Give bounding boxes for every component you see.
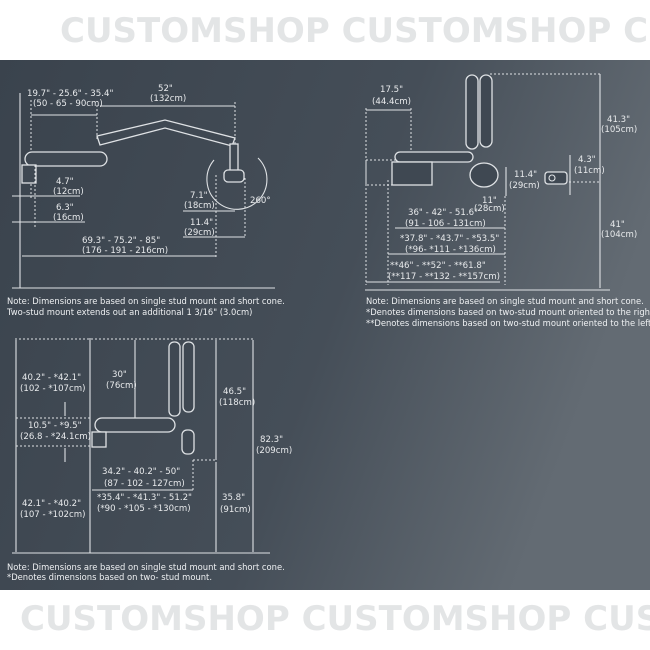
upper-height-cm-label: (118cm) xyxy=(219,398,255,408)
clamp-cm-label: (11cm) xyxy=(574,166,605,176)
lower-height-cm-label: (104cm) xyxy=(601,230,637,240)
width-in-label: 17.5" xyxy=(380,85,403,95)
total-height-cm-label: (209cm) xyxy=(256,446,292,456)
bottom-height-in-label: 42.1" - *40.2" xyxy=(22,499,81,509)
reach2-cm-label: (*96- *111 - *136cm) xyxy=(405,245,496,255)
lower-arm xyxy=(182,341,195,413)
head-height-cm-label: (29cm) xyxy=(509,181,540,191)
offset1-cm-label: (12cm) xyxy=(53,187,84,197)
mount-height-in-label: 10.5" - *9.5" xyxy=(28,421,82,431)
reach-in-label: 19.7" - 25.6" - 35.4" xyxy=(27,89,113,99)
head-width-cm-label: (29cm) xyxy=(184,228,215,238)
mount-height-cm-label: (26.8 - *24.1cm) xyxy=(20,432,91,442)
extension-arm xyxy=(394,151,474,163)
light-head xyxy=(223,169,245,183)
arm-length-in-label: 52" xyxy=(158,84,173,94)
upper-arm xyxy=(168,341,181,417)
top-note-2: *Denotes dimensions based on two-stud mo… xyxy=(366,307,650,317)
arm-rise-in-label: 30" xyxy=(112,370,127,380)
light-head xyxy=(181,429,195,455)
head-width-in-label: 11.4" xyxy=(190,218,213,228)
front-note-1: Note: Dimensions are based on single stu… xyxy=(7,562,285,572)
total-reach-in-label: 69.3" - 75.2" - 85" xyxy=(82,236,160,246)
watermark-bottom: CUSTOMSHOP CUSTOMSHOP CUSTOMSHOP xyxy=(20,599,650,639)
head-width-in-label: 11" xyxy=(482,196,497,206)
lower-height-cm-label: (91cm) xyxy=(220,505,251,515)
clamp-in-label: 4.3" xyxy=(578,155,596,165)
head-offset-cm-label: (18cm) xyxy=(184,201,215,211)
reach1-in-label: 34.2" - 40.2" - 50" xyxy=(102,467,180,477)
clamp xyxy=(544,171,568,185)
top-height-in-label: 40.2" - *42.1" xyxy=(22,373,81,383)
width-cm-label: (44.4cm) xyxy=(372,97,411,107)
head-offset-in-label: 7.1" xyxy=(190,191,208,201)
lower-arm xyxy=(479,74,493,148)
offset2-in-label: 6.3" xyxy=(56,203,74,213)
reach-cm-label: (50 - 65 - 90cm) xyxy=(33,99,103,109)
top-height-cm-label: (102 - *107cm) xyxy=(20,384,85,394)
front-note-2: *Denotes dimensions based on two- stud m… xyxy=(7,572,212,582)
side-note-1: Note: Dimensions are based on single stu… xyxy=(7,296,285,306)
light-head xyxy=(469,162,499,188)
arm-length-cm-label: (132cm) xyxy=(150,94,186,104)
head-height-in-label: 11.4" xyxy=(514,170,537,180)
upper-arm xyxy=(465,74,479,150)
diagram-background xyxy=(0,60,650,590)
side-note-2: Two-stud mount extends out an additional… xyxy=(6,307,252,317)
rotation-label: 260° xyxy=(250,196,271,206)
wall-mount xyxy=(91,431,107,448)
reach3-cm-label: (**117 - **132 - **157cm) xyxy=(388,272,500,282)
extension-arm xyxy=(24,151,108,167)
front-view: 40.2" - *42.1" (102 - *107cm) 30" (76cm)… xyxy=(7,338,292,582)
top-note-1: Note: Dimensions are based on single stu… xyxy=(366,296,644,306)
reach3-in-label: **46" - **52" - **61.8" xyxy=(390,261,486,271)
reach1-cm-label: (91 - 106 - 131cm) xyxy=(405,219,486,229)
upper-height-in-label: 41.3" xyxy=(607,115,630,125)
top-note-3: **Denotes dimensions based on two-stud m… xyxy=(366,318,650,328)
wall-mount xyxy=(21,164,37,184)
upper-height-cm-label: (105cm) xyxy=(601,125,637,135)
offset1-in-label: 4.7" xyxy=(56,177,74,187)
reach1-in-label: 36" - 42" - 51.6" xyxy=(408,208,478,218)
wall-mount xyxy=(391,161,433,186)
reach2-in-label: *35.4" - *41.3" - 51.2" xyxy=(97,493,192,503)
arm-rise-cm-label: (76cm) xyxy=(106,381,137,391)
reach2-in-label: *37.8" - *43.7" - *53.5" xyxy=(400,234,499,244)
offset2-cm-label: (16cm) xyxy=(53,213,84,223)
total-reach-cm-label: (176 - 191 - 216cm) xyxy=(82,246,168,256)
bottom-height-cm-label: (107 - *102cm) xyxy=(20,510,85,520)
head-width-cm-label: (28cm) xyxy=(474,204,505,214)
watermark-top: CUSTOMSHOP CUSTOMSHOP CUSTOMSHOP xyxy=(60,11,650,51)
lower-height-in-label: 35.8" xyxy=(222,493,245,503)
reach1-cm-label: (87 - 102 - 127cm) xyxy=(104,479,185,489)
lower-height-in-label: 41" xyxy=(610,220,625,230)
extension-arm xyxy=(94,417,176,433)
upper-height-in-label: 46.5" xyxy=(223,387,246,397)
top-view: 17.5" (44.4cm) 41.3" (105cm) 41" (104cm)… xyxy=(365,73,650,328)
side-view: 19.7" - 25.6" - 35.4" (50 - 65 - 90cm) 5… xyxy=(6,84,285,317)
total-height-in-label: 82.3" xyxy=(260,435,283,445)
reach2-cm-label: (*90 - *105 - *130cm) xyxy=(97,504,191,514)
